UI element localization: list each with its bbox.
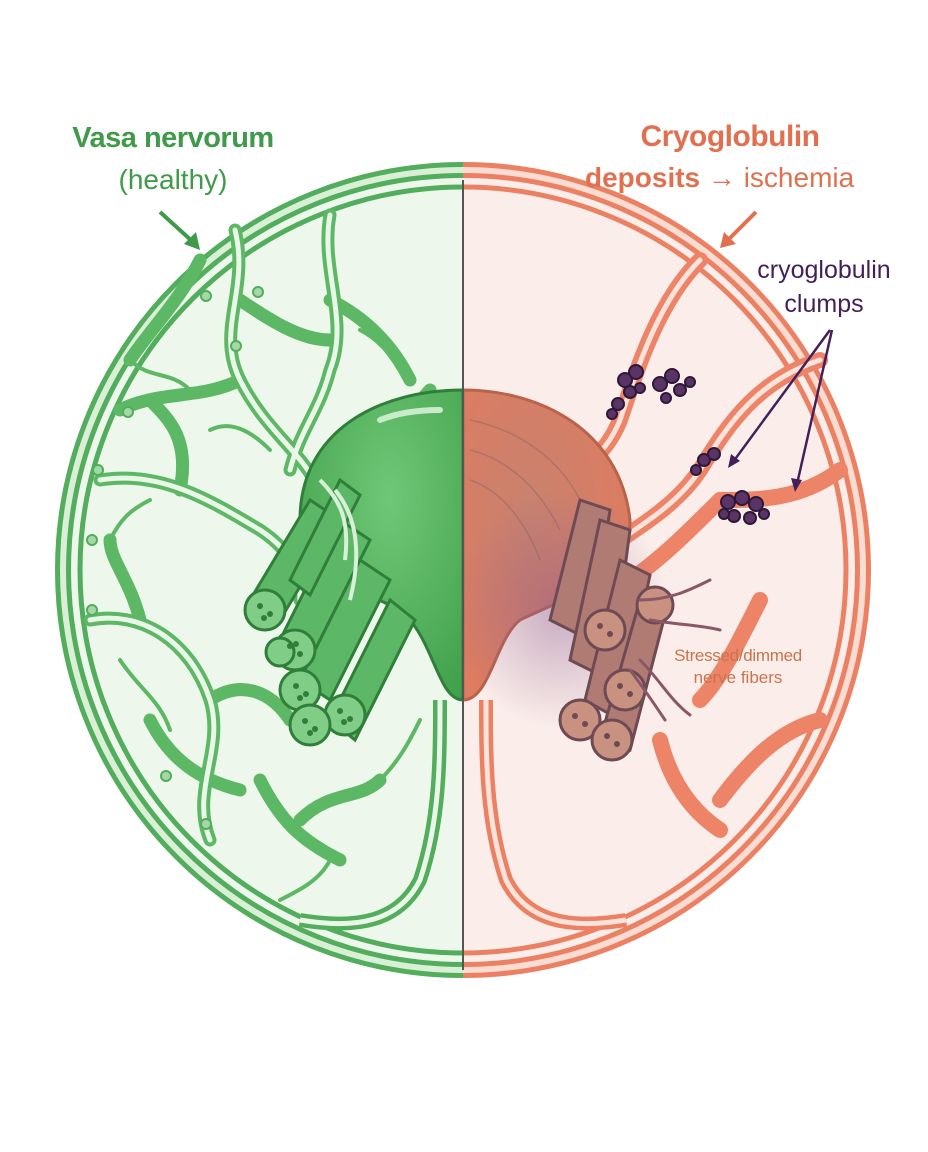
disease-title: Cryoglobulin — [570, 120, 890, 154]
disease-fascicle-end — [585, 610, 625, 650]
healthy-arrow — [160, 212, 200, 250]
fibers-label-line1: Stressed/dimmed — [648, 646, 828, 666]
healthy-title: Vasa nervorum — [48, 122, 298, 155]
disease-arrow — [720, 212, 756, 248]
healthy-subtitle: (healthy) — [48, 164, 298, 196]
ischemia-label: → ischemia — [700, 162, 854, 193]
deposits-label: deposits — [585, 162, 700, 193]
fibers-label-line2: nerve fibers — [648, 668, 828, 688]
clumps-label-line1: cryoglobulin — [724, 256, 924, 285]
disease-subtitle: deposits → ischemia — [585, 162, 915, 194]
healthy-fascicle-end — [245, 590, 285, 630]
clumps-label-line2: clumps — [724, 290, 924, 319]
